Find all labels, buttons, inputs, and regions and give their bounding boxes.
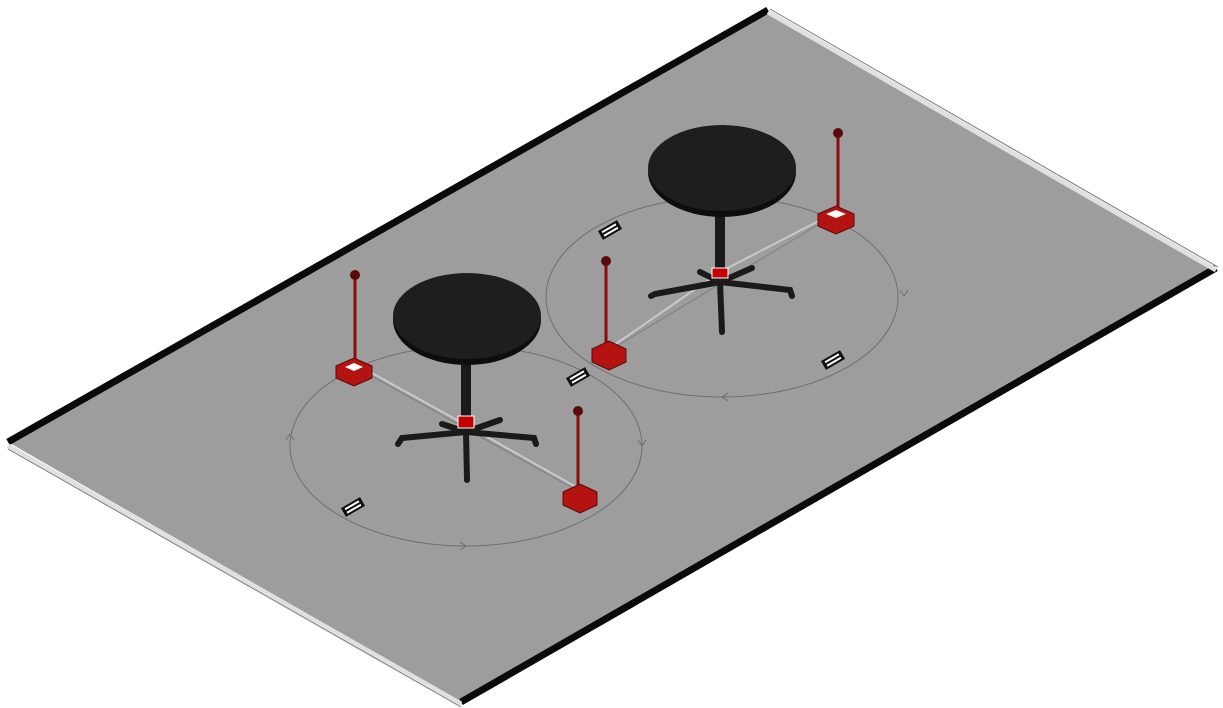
floor-edge-bottom-left (6, 443, 463, 707)
table-top (648, 125, 796, 211)
guide-arrow-right-bottom (721, 392, 729, 402)
stanchion (335, 270, 373, 387)
floor-edge-bottom-right (459, 264, 1218, 706)
guide-arrow-left-bottom (459, 541, 467, 551)
floor-edge-top-right-outline (769, 8, 1219, 268)
floor-edge-top-right (766, 9, 1218, 273)
floor-marker (340, 497, 366, 517)
floor-marker (565, 367, 591, 387)
floor-marker (820, 350, 846, 370)
floor-marker (597, 220, 623, 240)
guide-arrow-left-side (285, 433, 295, 441)
table-column (715, 188, 725, 282)
stanchion-ball (601, 256, 611, 266)
stanchion-base (335, 357, 373, 387)
table-left (351, 273, 579, 492)
stanchion-ball (573, 406, 583, 416)
stanchion-ball (833, 128, 843, 138)
stanchion (562, 406, 598, 514)
stanchion-base (591, 340, 627, 371)
stanchion-base (817, 205, 855, 235)
table-column (461, 340, 471, 432)
table-right (606, 125, 837, 353)
guide-arrow-left-right (637, 439, 647, 447)
rope (719, 211, 837, 273)
stanchion-base (562, 483, 598, 514)
floor-edge-bottom-left-outline (7, 448, 462, 708)
table-base (648, 265, 795, 335)
table-top (393, 273, 541, 359)
column-collar (457, 415, 475, 429)
guide-arrow-right-side (899, 289, 909, 297)
floor-markers (340, 220, 846, 517)
column-collar (711, 267, 729, 279)
stanchion-ball (350, 270, 360, 280)
floor-edge-top-left (6, 6, 770, 446)
stanchion (591, 256, 627, 371)
stanchion (817, 128, 855, 235)
